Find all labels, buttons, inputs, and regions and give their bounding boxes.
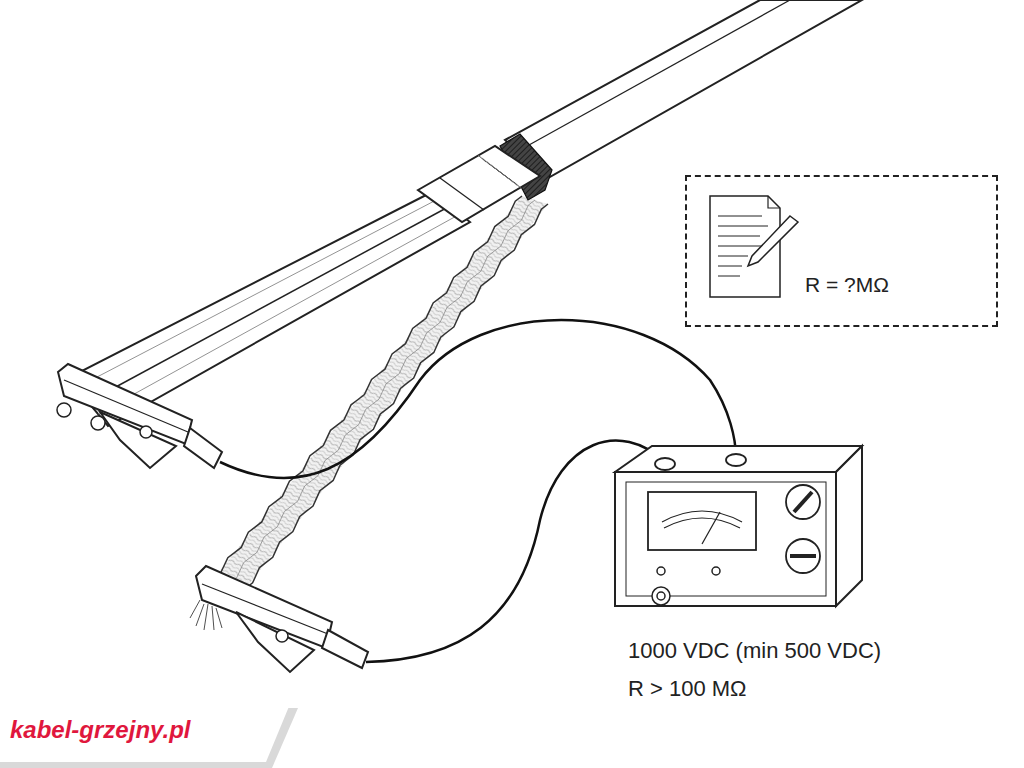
braid-edge <box>246 204 548 588</box>
braid-edge <box>214 196 522 578</box>
watermark: kabel-grzejny.pl <box>10 716 191 744</box>
crocodile-clip <box>190 566 368 672</box>
crocodile-clip <box>57 364 222 468</box>
watermark-banner <box>0 704 298 768</box>
tape-sleeve <box>418 146 540 222</box>
hatch-stroke <box>514 182 522 189</box>
braid-edge <box>230 200 535 583</box>
resistance-note: R > 100 MΩ <box>628 676 747 702</box>
cable-jacket <box>505 0 862 178</box>
node-text: R = ?MΩ <box>805 273 889 297</box>
voltage-note: 1000 VDC (min 500 VDC) <box>628 638 881 664</box>
braid-shield <box>214 196 548 588</box>
insulation-tester <box>615 446 862 606</box>
document-icon <box>710 196 798 297</box>
note-box: R = ?MΩ <box>685 175 998 327</box>
